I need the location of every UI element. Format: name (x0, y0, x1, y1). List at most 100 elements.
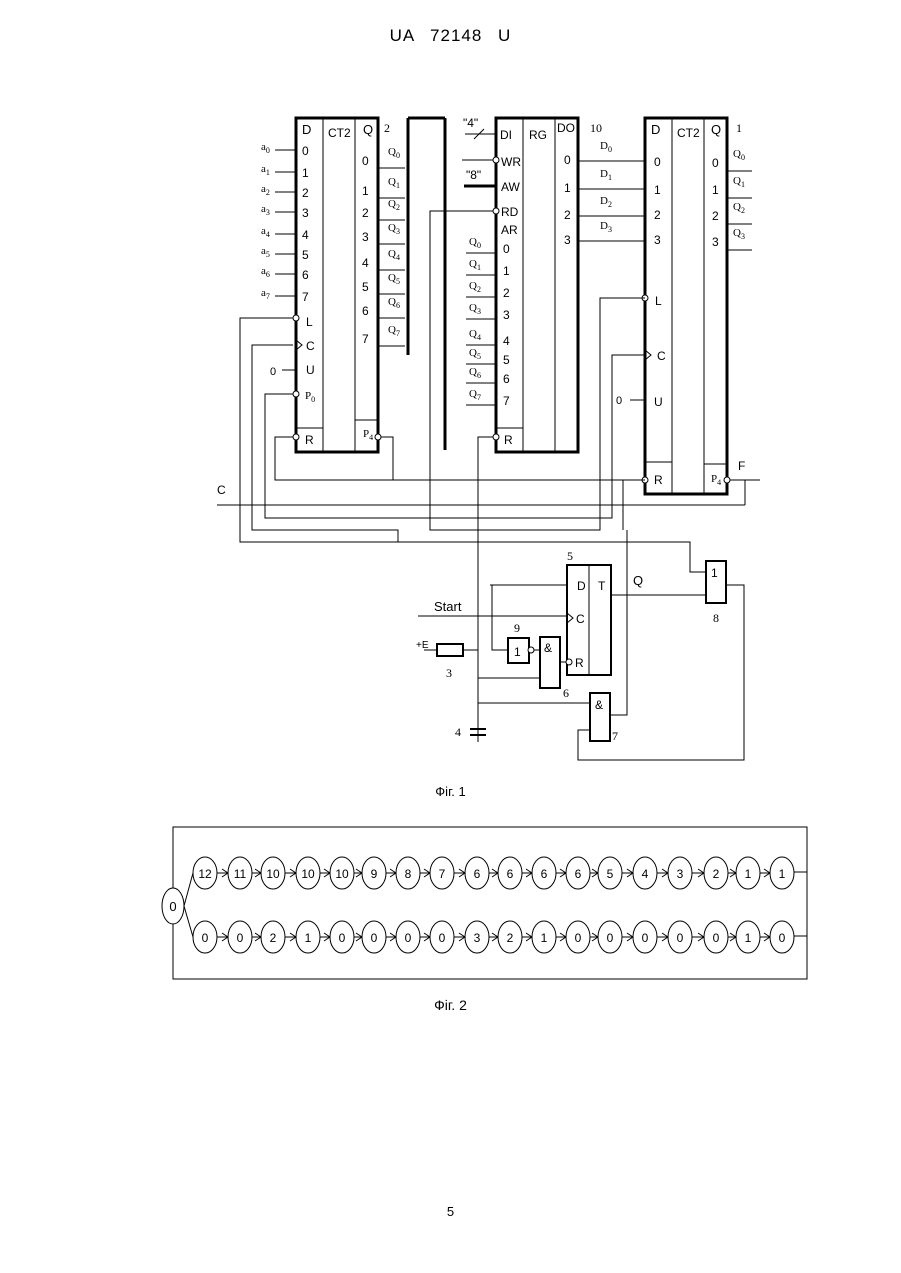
counter-1-u-label: U (654, 395, 663, 409)
bottom-row-node-label: 0 (575, 931, 582, 945)
counter-1-output-label: 1 (712, 183, 719, 197)
counter-2-input-label: 2 (302, 186, 309, 200)
gate-7-number: 7 (612, 729, 618, 743)
bottom-row-node-label: 1 (305, 931, 312, 945)
figure-2-caption: Фіг. 2 (0, 997, 901, 1013)
register-output-name: D1 (600, 168, 612, 182)
counter-1-output-name: Q2 (733, 201, 745, 215)
register-address-input: Q1 (469, 258, 481, 272)
top-row-node-label: 3 (677, 867, 684, 881)
counter-1-output-name: Q1 (733, 175, 745, 189)
state-diagram-frame (173, 827, 807, 979)
counter-1-number: 1 (736, 121, 742, 135)
counter-2-input-name: a4 (261, 225, 270, 239)
top-row-node-label: 1 (779, 867, 786, 881)
top-row-node-label: 1 (745, 867, 752, 881)
counter-2-output-name: Q4 (388, 248, 400, 262)
inversion-dot (375, 434, 381, 440)
register-address-label: 0 (503, 242, 510, 256)
register-address-label: 3 (503, 308, 510, 322)
counter-2-input-label: 3 (302, 206, 309, 220)
counter-1-r-label: R (654, 473, 663, 487)
capacitor-number: 4 (455, 725, 461, 739)
bottom-row-node-label: 0 (371, 931, 378, 945)
start-label: Start (434, 599, 462, 614)
register-bus-8-label: "8" (466, 168, 481, 182)
inversion-dot (493, 157, 499, 163)
counter-2-output-label: 0 (362, 154, 369, 168)
counter-1-q-label: Q (711, 122, 721, 137)
top-row-node-label: 2 (713, 867, 720, 881)
register-wr-label: WR (501, 155, 521, 169)
counter-1-input-label: 1 (654, 183, 661, 197)
wire (184, 873, 193, 906)
register-address-label: 5 (503, 353, 510, 367)
counter-2-r-label: R (305, 433, 314, 447)
counter-2-q-label: Q (363, 122, 373, 137)
counter-2-input-label: 0 (302, 144, 309, 158)
counter-2-type-label: CT2 (328, 126, 351, 140)
circuit-diagram: DCT2Q20a01a12a23a34a45a56a67a7LCUP0R00Q0… (217, 116, 760, 760)
bottom-row-node-label: 0 (713, 931, 720, 945)
counter-1-type-label: CT2 (677, 126, 700, 140)
start-node-label: 0 (169, 899, 176, 914)
counter-2-input-label: 5 (302, 248, 309, 262)
bottom-row-node-label: 0 (779, 931, 786, 945)
wire (430, 211, 645, 530)
counter-2-input-label: 6 (302, 268, 309, 282)
register-address-input: Q3 (469, 302, 481, 316)
counter-2-input-name: a3 (261, 203, 270, 217)
top-row-node-label: 5 (607, 867, 614, 881)
clock-label: C (217, 483, 226, 497)
inversion-dot (493, 434, 499, 440)
counter-1-d-label: D (651, 122, 660, 137)
counter-2-input-name: a2 (261, 183, 270, 197)
bottom-row-node-label: 0 (405, 931, 412, 945)
bottom-row-node-label: 0 (339, 931, 346, 945)
top-row-node-label: 10 (335, 867, 349, 881)
gate-6-symbol: & (544, 641, 552, 655)
counter-2-number: 2 (384, 121, 390, 135)
register-address-label: 4 (503, 334, 510, 348)
top-row-node-label: 12 (198, 867, 212, 881)
counter-2-carry-label: P4 (363, 428, 373, 442)
counter-1-input-label: 2 (654, 208, 661, 222)
counter-2-p0-label: P0 (305, 390, 315, 404)
register-address-input: Q2 (469, 280, 481, 294)
register-address-label: 7 (503, 394, 510, 408)
top-row-node-label: 4 (642, 867, 649, 881)
bottom-row-node-label: 0 (439, 931, 446, 945)
counter-1-output-label: 2 (712, 209, 719, 223)
register-address-label: 6 (503, 372, 510, 386)
top-row-node-label: 8 (405, 867, 412, 881)
register-address-input: Q6 (469, 366, 481, 380)
counter-1-output-label: 0 (712, 156, 719, 170)
bottom-row-node-label: 2 (507, 931, 514, 945)
register-r-label: R (504, 433, 513, 447)
counter-2-input-name: a7 (261, 287, 270, 301)
counter-1-u-value: 0 (616, 395, 622, 407)
inversion-dot (293, 434, 299, 440)
trigger-c-label: C (576, 612, 585, 626)
bottom-row-node-label: 0 (677, 931, 684, 945)
inversion-dot (724, 477, 730, 483)
register-output-label: 1 (564, 181, 571, 195)
gate-9-number: 9 (514, 621, 520, 635)
register-output-name: D2 (600, 195, 612, 209)
top-row-node-label: 9 (371, 867, 378, 881)
register-number: 10 (590, 121, 602, 135)
wire (794, 827, 807, 872)
supply-label: +E (416, 640, 429, 651)
top-row-node-label: 6 (575, 867, 582, 881)
gate-7-symbol: & (595, 698, 603, 712)
bottom-row-node-label: 0 (642, 931, 649, 945)
counter-2-l-label: L (306, 315, 313, 329)
trigger-t-label: T (598, 579, 606, 593)
counter-2-output-name: Q0 (388, 146, 400, 160)
register-address-input: Q4 (469, 328, 481, 342)
register-do-label: DO (557, 121, 575, 135)
register-output-label: 0 (564, 153, 571, 167)
register-rd-label: RD (501, 205, 519, 219)
register-address-label: 1 (503, 264, 510, 278)
